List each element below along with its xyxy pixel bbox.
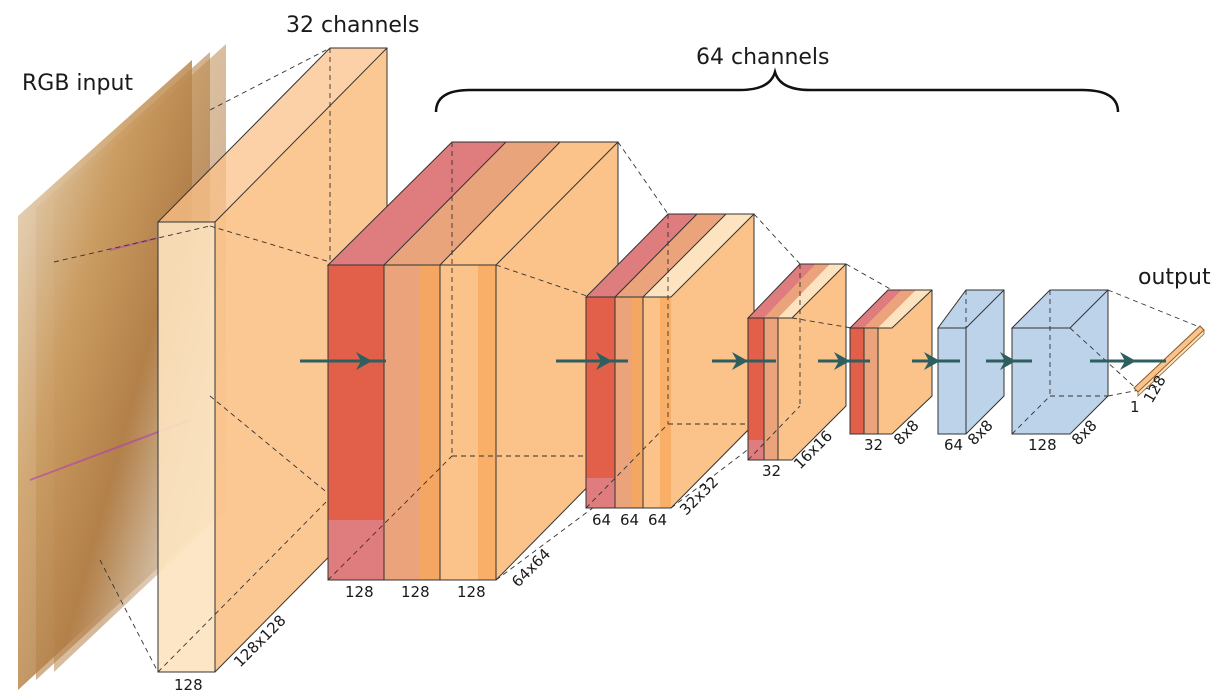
fc-block-128 [1010, 289, 1109, 435]
block1-depth-b: 128 [401, 583, 430, 601]
projection-line [157, 497, 331, 673]
rgb-layer-red [18, 60, 192, 690]
block1-slab-red [328, 265, 384, 580]
flow-arrows [300, 352, 1166, 370]
arrow-icon [556, 352, 628, 370]
cube-edge [214, 47, 388, 223]
output-vector [1133, 325, 1205, 397]
block2-slab-red [586, 297, 615, 508]
channels-32-label: 32 channels [286, 13, 420, 38]
cube-front [158, 222, 215, 672]
connectors-3-4 [791, 263, 893, 329]
arrow-icon [1090, 352, 1166, 370]
output-depth-label: 1 [1130, 398, 1140, 416]
block1-depth-a: 128 [345, 583, 374, 601]
rgb-input-label: RGB input [22, 71, 133, 96]
conv-block-64x64 [326, 141, 619, 581]
input-connectors [53, 47, 331, 673]
connectors-1-2 [495, 141, 669, 581]
channels-64-brace [434, 67, 1120, 113]
input-depth-label: 128 [174, 676, 203, 694]
arrow-icon [712, 352, 776, 370]
cube-top [158, 48, 387, 222]
arrow-icon [986, 352, 1032, 370]
block3-depth-label: 32 [762, 462, 781, 480]
block4-depth-label: 32 [864, 436, 883, 454]
output-label: output [1138, 265, 1211, 290]
arrow-icon [818, 352, 870, 370]
block2-depth-a: 64 [592, 511, 611, 529]
block2-depth-c: 64 [648, 511, 667, 529]
output-size-label: 128 [1140, 372, 1170, 406]
block5-depth-label: 64 [944, 436, 963, 454]
conv-block-16x16 [746, 263, 847, 461]
block6-depth-label: 128 [1028, 436, 1057, 454]
conv-block-32x32 [584, 213, 755, 509]
fc-block-64 [937, 289, 1005, 435]
arrow-icon [300, 352, 386, 370]
block2-depth-b: 64 [620, 511, 639, 529]
arrow-icon [912, 352, 960, 370]
block1-depth-c: 128 [457, 583, 486, 601]
channels-64-label: 64 channels [696, 45, 830, 70]
